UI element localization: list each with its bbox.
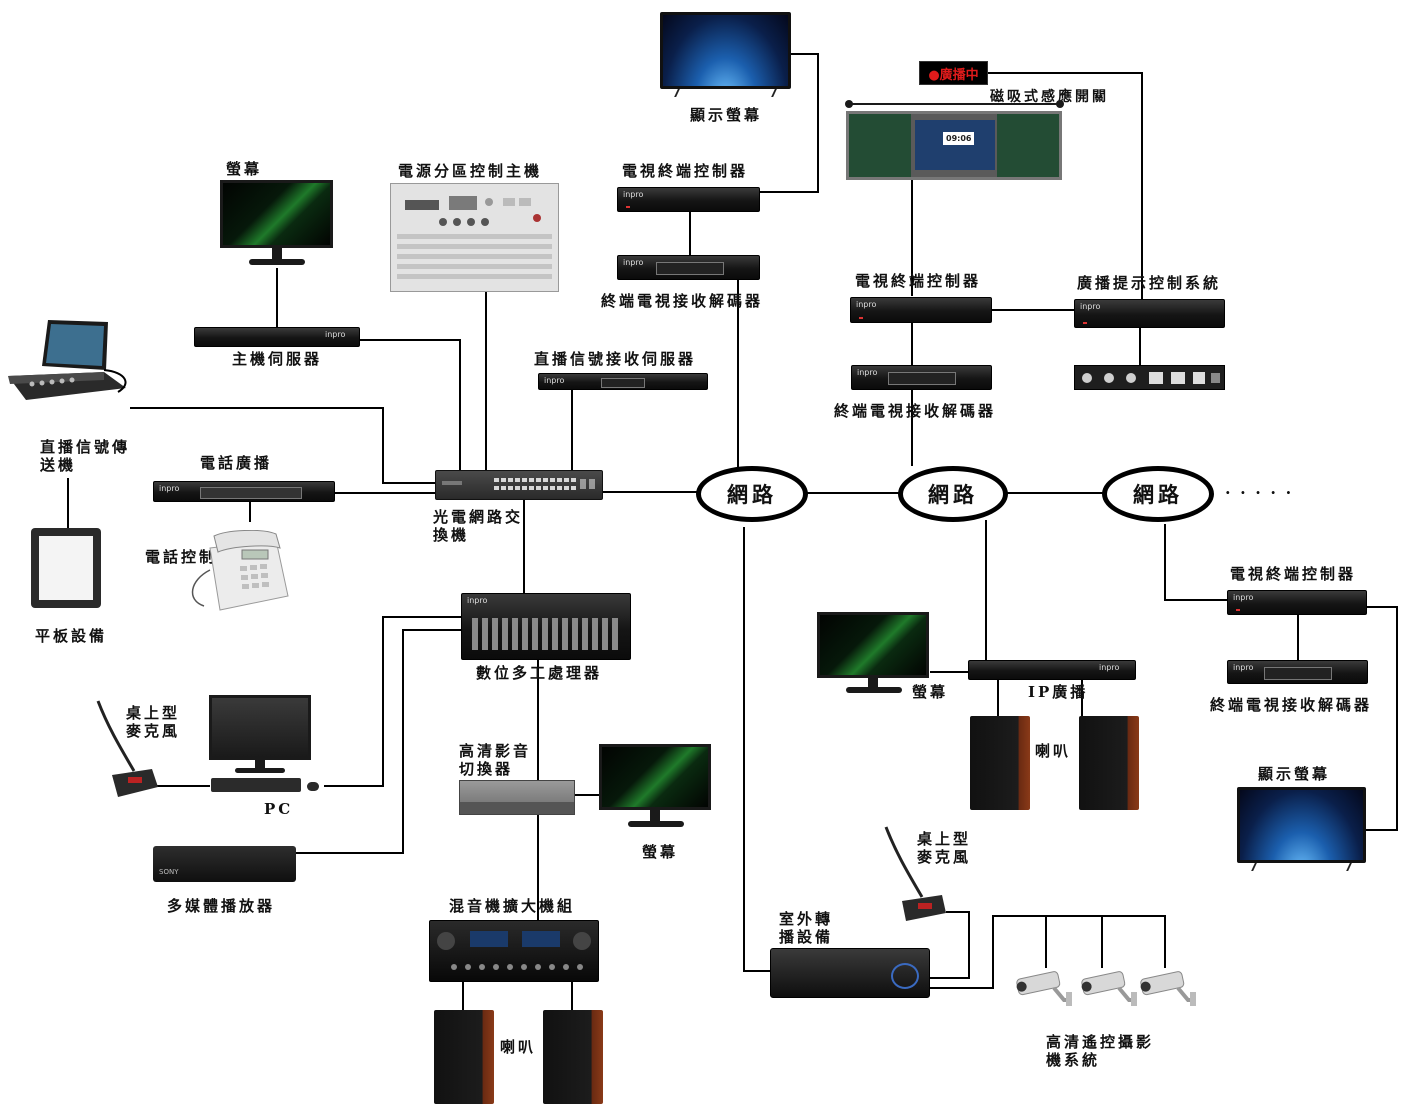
label-tv-controller-mid: 電視終端控制器 bbox=[855, 272, 982, 290]
ip-broadcast-unit: inpro bbox=[968, 660, 1136, 680]
camera-1-graphic bbox=[1016, 971, 1072, 1006]
monitor-top-left bbox=[220, 180, 333, 248]
label-magnetic-switch: 磁吸式感應開關 bbox=[990, 89, 1109, 105]
label-phone-control: 電話控制 bbox=[145, 548, 218, 566]
telephone-graphic bbox=[191, 529, 289, 611]
mixer-controls bbox=[437, 931, 591, 970]
label-speaker-bottom: 喇叭 bbox=[500, 1038, 537, 1056]
label-fiber-switch: 光電網路交換機 bbox=[433, 508, 524, 544]
main-server: inpro bbox=[194, 327, 360, 347]
screen-clock: 09:06 bbox=[943, 132, 975, 145]
switch-ports bbox=[442, 478, 595, 490]
label-power-controller: 電源分區控制主機 bbox=[398, 162, 543, 180]
label-ip-broadcast: IP廣播 bbox=[1028, 683, 1089, 701]
tv-decoder-top: inpro bbox=[617, 255, 760, 280]
hd-av-switcher bbox=[459, 780, 575, 815]
speaker-bottom-right bbox=[543, 1010, 603, 1104]
tv-controller-top: inpro bbox=[617, 187, 760, 212]
tv-controller-right: inpro bbox=[1227, 590, 1367, 615]
network-node-2: 網路 bbox=[898, 466, 1008, 522]
monitor-mid bbox=[599, 744, 711, 810]
desk-microphone-right bbox=[882, 823, 948, 925]
speaker-right-left bbox=[970, 716, 1030, 810]
desk-mic-right-graphic bbox=[884, 826, 946, 921]
tv-controller-mid: inpro bbox=[850, 297, 992, 323]
label-live-transmitter: 直播信號傳送機 bbox=[40, 438, 131, 474]
broadcasting-sign: ●廣播中 bbox=[919, 61, 988, 85]
media-player: SONY bbox=[153, 846, 296, 882]
speaker-right-right bbox=[1079, 716, 1139, 810]
label-main-server: 主機伺服器 bbox=[232, 350, 323, 368]
outdoor-relay-unit bbox=[770, 948, 930, 998]
display-screen-right bbox=[1237, 787, 1366, 871]
camera-1 bbox=[1014, 966, 1074, 1008]
telephone bbox=[180, 529, 290, 612]
pc-mouse bbox=[307, 782, 319, 791]
digital-multi-processor: inpro bbox=[461, 593, 631, 660]
label-tv-decoder-mid: 終端電視接收解碼器 bbox=[834, 402, 997, 420]
desk-microphone-left bbox=[94, 697, 160, 801]
camera-3-graphic bbox=[1140, 971, 1196, 1006]
pc-monitor bbox=[209, 695, 311, 760]
network-continuation: · · · · · bbox=[1225, 483, 1294, 502]
label-desk-mic-left: 桌上型麥克風 bbox=[126, 704, 181, 740]
label-tv-decoder-top: 終端電視接收解碼器 bbox=[601, 292, 764, 310]
power-controller-panel bbox=[397, 196, 552, 279]
label-hd-av-switcher: 高清影音切換器 bbox=[459, 742, 532, 778]
power-controller bbox=[390, 183, 559, 292]
label-broadcast-prompt-system: 廣播提示控制系統 bbox=[1077, 274, 1222, 292]
camera-3 bbox=[1138, 966, 1198, 1008]
broadcast-prompt-controller: inpro bbox=[1074, 299, 1225, 328]
label-hd-camera-system: 高清遙控攝影機系統 bbox=[1046, 1033, 1155, 1069]
fiber-network-switch bbox=[435, 470, 603, 500]
camera-2 bbox=[1079, 966, 1139, 1008]
label-tv-controller-top: 電視終端控制器 bbox=[622, 162, 749, 180]
pc-keyboard bbox=[211, 778, 301, 792]
label-monitor-top-left: 螢幕 bbox=[226, 160, 263, 178]
backpanel-ports bbox=[1082, 372, 1220, 384]
desk-mic-left-graphic bbox=[96, 700, 158, 797]
label-digital-processor: 數位多工處理器 bbox=[476, 664, 603, 682]
tablet bbox=[31, 528, 101, 608]
speaker-bottom-left bbox=[434, 1010, 494, 1104]
label-outdoor-relay: 室外轉播設備 bbox=[779, 910, 834, 946]
monitor-right bbox=[817, 612, 929, 678]
label-live-signal-server: 直播信號接收伺服器 bbox=[534, 350, 697, 368]
network-node-1: 網路 bbox=[696, 466, 808, 522]
network-node-3: 網路 bbox=[1102, 466, 1214, 522]
smart-whiteboard: 09:06 bbox=[846, 111, 1062, 180]
label-display-top: 顯示螢幕 bbox=[690, 106, 763, 124]
live-transmitter bbox=[8, 318, 130, 404]
label-desk-mic-right: 桌上型麥克風 bbox=[917, 830, 972, 866]
label-monitor-mid: 螢幕 bbox=[642, 843, 679, 861]
live-transmitter-graphic bbox=[8, 320, 127, 400]
label-speaker-right: 喇叭 bbox=[1035, 742, 1072, 760]
label-mixer-amp: 混音機擴大機組 bbox=[449, 897, 576, 915]
processor-cards bbox=[472, 618, 618, 650]
phone-broadcast-unit: inpro bbox=[153, 481, 335, 502]
broadcast-prompt-backpanel bbox=[1074, 365, 1225, 390]
tv-decoder-mid: inpro bbox=[851, 365, 992, 390]
display-screen-top bbox=[660, 12, 791, 97]
label-media-player: 多媒體播放器 bbox=[167, 897, 276, 915]
mixer-amplifier bbox=[429, 920, 599, 982]
label-pc: PC bbox=[264, 800, 294, 818]
label-monitor-right: 螢幕 bbox=[912, 683, 949, 701]
tv-decoder-right: inpro bbox=[1227, 660, 1368, 684]
whiteboard-screen: 09:06 bbox=[915, 120, 995, 170]
live-signal-server: inpro bbox=[538, 373, 708, 390]
label-display-right: 顯示螢幕 bbox=[1258, 765, 1331, 783]
label-phone-broadcast: 電話廣播 bbox=[200, 454, 273, 472]
label-tv-controller-right: 電視終端控制器 bbox=[1230, 565, 1357, 583]
label-tv-decoder-right: 終端電視接收解碼器 bbox=[1210, 696, 1373, 714]
camera-2-graphic bbox=[1081, 971, 1137, 1006]
label-tablet: 平板設備 bbox=[35, 627, 108, 645]
